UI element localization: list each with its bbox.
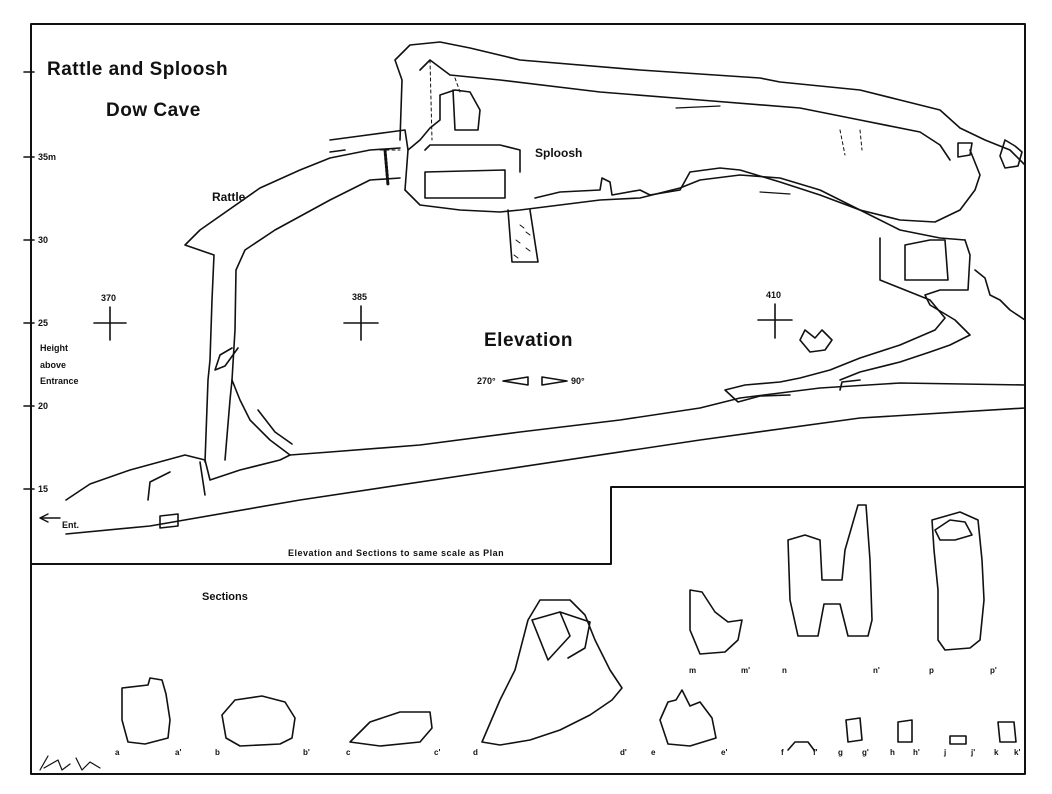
section-label: p xyxy=(929,666,934,675)
section-label: k xyxy=(994,748,999,757)
grid-ref-385: 385 xyxy=(352,292,368,302)
sections-title: Sections xyxy=(202,591,248,603)
section-label: j xyxy=(944,748,947,757)
bearing-arrow-right xyxy=(541,376,568,386)
section-label: c' xyxy=(434,748,441,757)
section-label: p' xyxy=(990,666,997,675)
height-tick-30: 30 xyxy=(38,235,49,245)
rattle-shaft xyxy=(184,147,401,463)
entrance-arrow xyxy=(39,513,61,523)
section-label: h' xyxy=(913,748,920,757)
outer-border xyxy=(30,23,1026,775)
cross-sections xyxy=(121,504,1017,751)
cave-name: Dow Cave xyxy=(106,100,201,121)
signature-mark xyxy=(39,755,101,771)
section-label: f xyxy=(781,748,784,757)
section-label: b' xyxy=(303,748,310,757)
bearing-right: 90° xyxy=(571,376,585,386)
entrance-label: Ent. xyxy=(62,520,79,530)
section-label: f' xyxy=(813,748,818,757)
section-label: c xyxy=(346,748,351,757)
section-label: m xyxy=(689,666,697,675)
section-label: g' xyxy=(862,748,869,757)
section-label: e' xyxy=(721,748,728,757)
view-label: Elevation xyxy=(484,330,573,351)
main-passage-floor xyxy=(65,407,1026,535)
elevation-frame xyxy=(30,486,1026,565)
section-label: a' xyxy=(175,748,182,757)
section-label: d xyxy=(473,748,478,757)
main-passage-roof xyxy=(65,382,1026,501)
scale-note: Elevation and Sections to same scale as … xyxy=(288,548,505,558)
section-label: m' xyxy=(741,666,751,675)
grid-ref-410: 410 xyxy=(766,290,782,300)
height-tick-25: 25 xyxy=(38,318,49,328)
label-rattle: Rattle xyxy=(212,190,246,204)
grid-crosses xyxy=(93,303,793,341)
height-caption-2: above xyxy=(40,360,67,370)
grid-ref-370: 370 xyxy=(101,293,117,303)
section-label: h xyxy=(890,748,895,757)
section-label: j' xyxy=(971,748,976,757)
section-label: b xyxy=(215,748,220,757)
section-label: g xyxy=(838,748,843,757)
height-tick-35: 35m xyxy=(38,152,57,162)
bearing-arrow-left xyxy=(502,376,529,386)
section-label: k' xyxy=(1014,748,1021,757)
section-label: n' xyxy=(873,666,880,675)
height-tick-20: 20 xyxy=(38,401,49,411)
section-label: e xyxy=(651,748,656,757)
height-tick-15: 15 xyxy=(38,484,49,494)
section-label: n xyxy=(782,666,787,675)
sploosh-shaft xyxy=(507,209,539,263)
height-caption-3: Entrance xyxy=(40,376,79,386)
map-title: Rattle and Sploosh xyxy=(47,59,229,80)
section-label: a xyxy=(115,748,120,757)
bearing-left: 270° xyxy=(477,376,496,386)
label-sploosh: Sploosh xyxy=(535,146,583,160)
height-ticks xyxy=(23,71,35,490)
height-caption-1: Height xyxy=(40,343,68,353)
section-label: d' xyxy=(620,748,627,757)
